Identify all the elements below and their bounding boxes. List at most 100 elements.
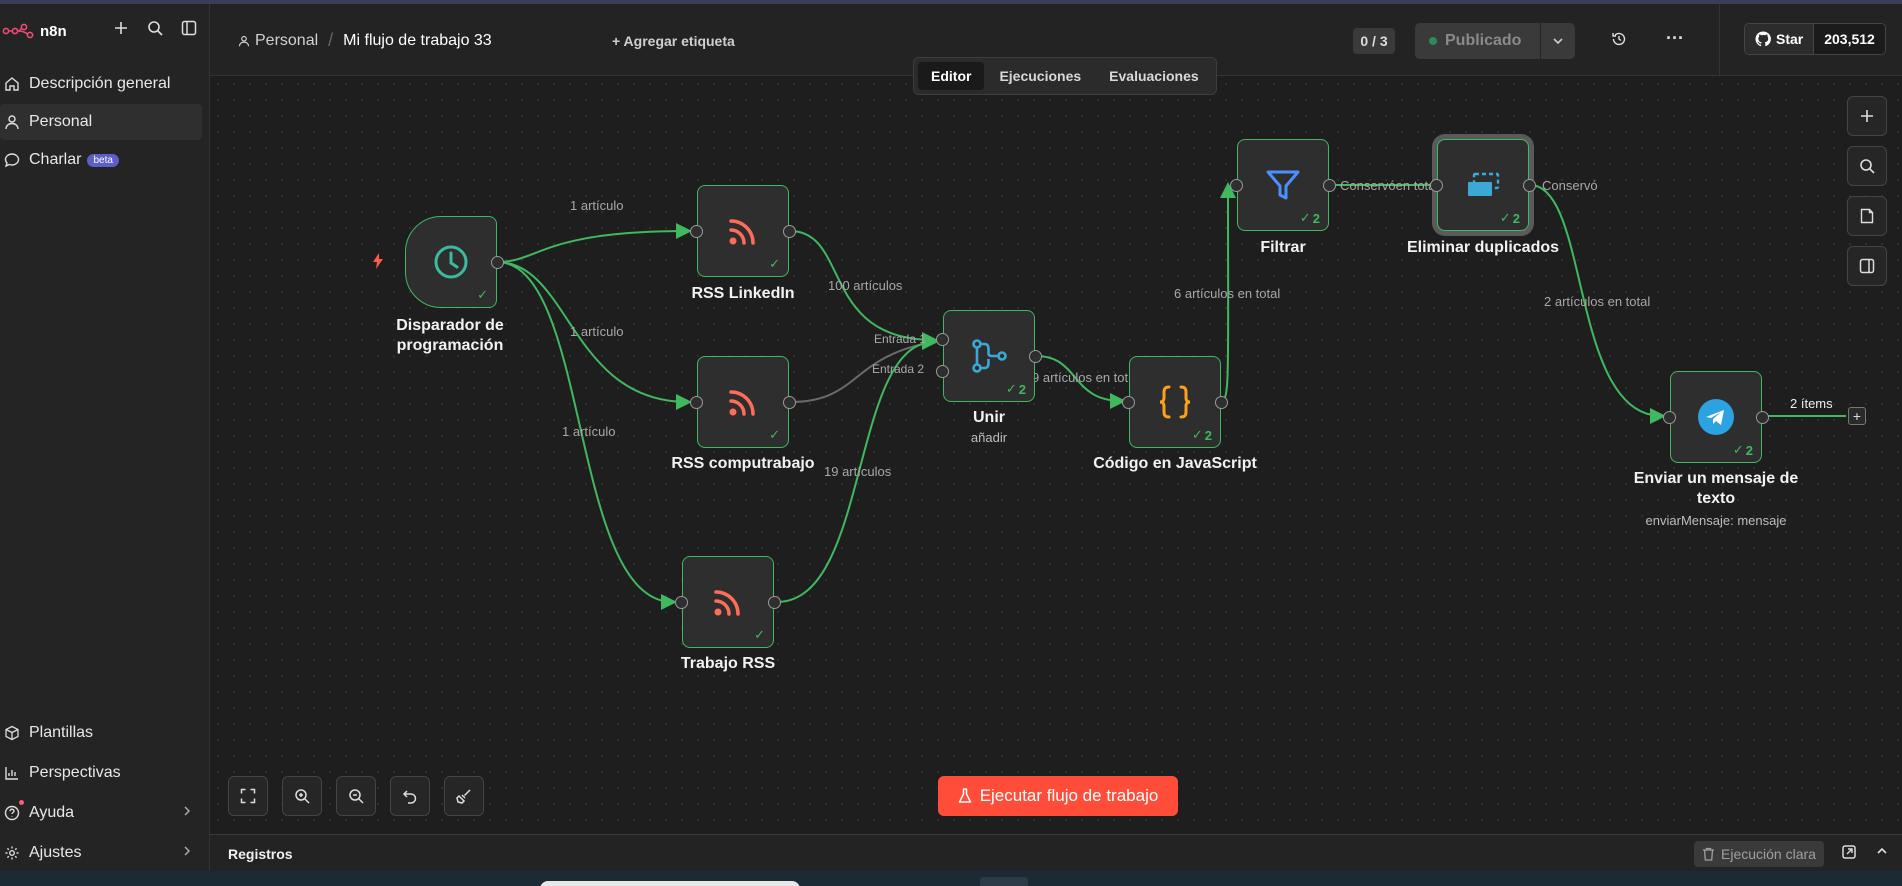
user-icon [2, 112, 22, 132]
more-options-icon[interactable]: ··· [1666, 28, 1684, 48]
notification-dot [19, 800, 24, 805]
breadcrumb: Personal / Mi flujo de trabajo 33 [238, 30, 492, 51]
sidebar-item-templates[interactable]: Plantillas [0, 714, 202, 752]
sidebar-item-personal[interactable]: Personal [0, 104, 202, 140]
node-rss-computrabajo[interactable]: ✓ [690, 356, 796, 448]
tidy-up-button[interactable] [444, 776, 484, 816]
rss-icon [729, 390, 755, 416]
input-port[interactable] [1230, 179, 1243, 192]
tab-executions[interactable]: Ejecuciones [999, 68, 1082, 84]
chevron-right-icon [182, 804, 192, 822]
home-icon [2, 74, 22, 94]
input-port[interactable] [936, 333, 949, 346]
input-port[interactable] [1122, 396, 1135, 409]
edge-label: 2 artículos en total [1544, 294, 1651, 309]
sidebar-actions [111, 18, 199, 38]
edge-trigger-linkedin[interactable] [496, 223, 692, 263]
edge-trigger-computrabajo[interactable] [496, 261, 692, 410]
node-schedule-trigger[interactable]: ✓ [405, 216, 504, 308]
github-star-widget[interactable]: Star 203,512 [1744, 23, 1886, 55]
breadcrumb-project[interactable]: Personal [255, 31, 319, 49]
input-port[interactable] [936, 365, 949, 378]
taskbar-item[interactable] [540, 881, 800, 886]
toggle-panel-button[interactable] [1847, 246, 1887, 286]
edges-layer [496, 182, 1846, 610]
output-port[interactable] [491, 256, 504, 269]
sidebar-item-label: Descripción general [29, 75, 171, 92]
chevron-up-icon[interactable] [1876, 844, 1888, 862]
input-port[interactable] [1663, 411, 1676, 424]
edge-merge-code[interactable] [1035, 355, 1126, 409]
brand[interactable]: n8n [0, 16, 67, 46]
search-nodes-button[interactable] [1847, 146, 1887, 186]
edge-label: 9 artículos en tot [1032, 370, 1129, 385]
output-port[interactable] [783, 396, 796, 409]
node-rss-trabajo[interactable]: ✓ [675, 556, 781, 648]
edge-trabajo-merge[interactable] [776, 334, 938, 603]
node-label-line: programación [396, 337, 504, 354]
version-counter[interactable]: 0 / 3 [1353, 28, 1395, 54]
output-port[interactable] [768, 596, 781, 609]
edge-label: 1 artículo [570, 324, 624, 339]
node-filter[interactable]: ✓ 2 [1230, 139, 1336, 231]
header: Personal / Mi flujo de trabajo 33 + Agre… [210, 4, 1902, 76]
sidebar-item-chat[interactable]: Charlar beta [0, 142, 202, 178]
zoom-out-button[interactable] [336, 776, 376, 816]
edge-computrabajo-merge[interactable] [789, 341, 935, 403]
input-port[interactable] [1430, 179, 1443, 192]
run-count: 2 [1745, 442, 1753, 458]
run-workflow-button[interactable]: Ejecutar flujo de trabajo [938, 776, 1178, 816]
output-port[interactable] [783, 225, 796, 238]
add-tag-button[interactable]: + Agregar etiqueta [612, 33, 735, 49]
clear-execution-button[interactable]: Ejecución clara [1694, 841, 1824, 867]
output-port[interactable] [1029, 350, 1042, 363]
sidebar-item-settings[interactable]: Ajustes [0, 834, 202, 872]
publish-dropdown-button[interactable] [1541, 23, 1575, 59]
tab-evaluations[interactable]: Evaluaciones [1109, 68, 1199, 84]
node-telegram-send-message[interactable]: ✓ 2 [1663, 371, 1769, 463]
add-node-button[interactable] [1847, 96, 1887, 136]
add-node-button[interactable]: + [1848, 407, 1866, 425]
undo-button[interactable] [390, 776, 430, 816]
workflow-canvas[interactable]: 1 artículo 1 artículo 1 artículo 100 art… [210, 76, 1902, 834]
sidebar-item-label: Plantillas [29, 724, 94, 741]
sidebar-item-insights[interactable]: Perspectivas [0, 754, 202, 792]
output-port[interactable] [1523, 179, 1536, 192]
fit-view-button[interactable] [228, 776, 268, 816]
github-star-button[interactable]: Star [1745, 24, 1814, 54]
edge-dedupe-telegram[interactable] [1529, 184, 1666, 424]
publish-button[interactable]: Publicado [1415, 23, 1540, 59]
plus-icon[interactable] [111, 18, 131, 38]
output-port[interactable] [1323, 179, 1336, 192]
output-port[interactable] [1215, 396, 1228, 409]
node-label: Unir [973, 409, 1005, 426]
taskbar-item[interactable] [980, 877, 1028, 886]
workflow-name[interactable]: Mi flujo de trabajo 33 [343, 31, 492, 49]
history-icon[interactable] [1611, 31, 1627, 52]
input-port[interactable] [675, 596, 688, 609]
sidebar: n8n Descripción general [0, 4, 210, 870]
run-count: 2 [1204, 427, 1212, 443]
edge-trigger-trabajo[interactable] [496, 261, 677, 610]
sidebar-item-overview[interactable]: Descripción general [0, 66, 202, 102]
sticky-note-button[interactable] [1847, 196, 1887, 236]
zoom-in-button[interactable] [282, 776, 322, 816]
search-icon[interactable] [145, 18, 165, 38]
edge-linkedin-merge[interactable] [789, 230, 938, 348]
input-port[interactable] [690, 225, 703, 238]
popout-icon[interactable] [1842, 845, 1856, 864]
templates-icon [2, 723, 22, 743]
node-code-javascript[interactable]: ✓ 2 [1122, 356, 1228, 448]
panel-toggle-icon[interactable] [179, 18, 199, 38]
node-label: Código en JavaScript [1093, 455, 1257, 472]
input-port[interactable] [690, 396, 703, 409]
success-check-icon: ✓ 2 [1299, 210, 1320, 226]
node-rss-linkedin[interactable]: ✓ [690, 185, 796, 277]
output-port[interactable] [1756, 411, 1769, 424]
success-check-icon: ✓ [477, 287, 488, 302]
logs-panel-bar[interactable]: Registros Ejecución clara [210, 834, 1902, 870]
node-merge[interactable]: ✓ 2 [936, 310, 1042, 402]
tab-editor[interactable]: Editor [918, 62, 985, 90]
sidebar-item-help[interactable]: Ayuda [0, 794, 202, 832]
node-remove-duplicates[interactable]: ✓ 2 [1430, 139, 1536, 231]
